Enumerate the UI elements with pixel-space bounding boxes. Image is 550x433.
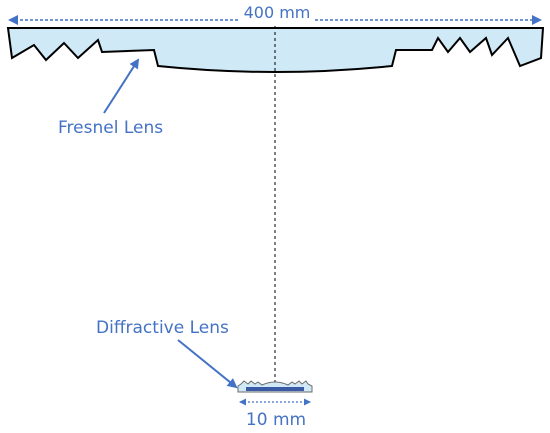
fresnel-pointer-arrow: [103, 58, 140, 114]
fresnel-dimension-label: 400 mm: [244, 3, 311, 22]
diffractive-substrate-bar: [246, 387, 304, 391]
dimension-label-backing: [240, 4, 314, 24]
diffractive-dimension-label: 10 mm: [246, 410, 306, 430]
diffractive-pointer-arrow: [177, 339, 238, 389]
diffractive-lens-label: Diffractive Lens: [96, 318, 229, 338]
fresnel-lens-label: Fresnel Lens: [58, 118, 163, 138]
